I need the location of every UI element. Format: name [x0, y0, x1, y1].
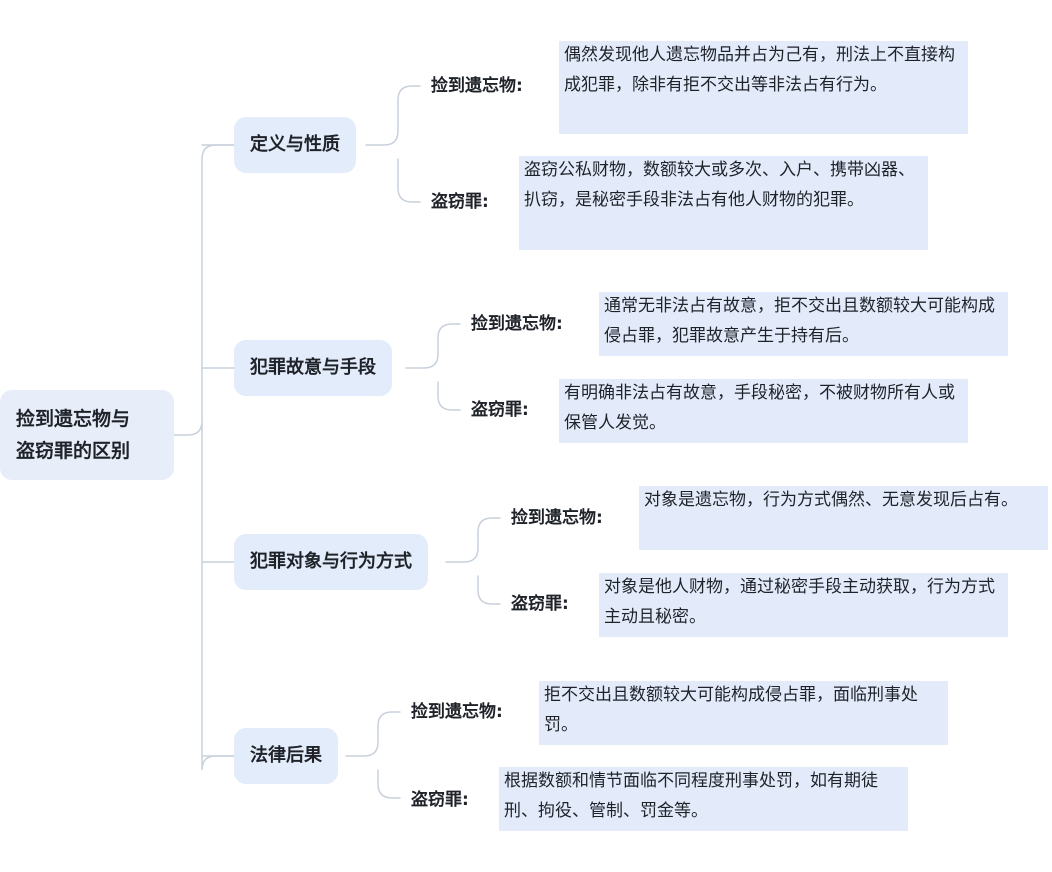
branch-intent-theft-text[interactable]: 有明确非法占有故意，手段秘密，不被财物所有人或保管人发觉。	[559, 379, 968, 443]
branch-intent[interactable]: 犯罪故意与手段	[234, 340, 392, 396]
branch-definition[interactable]: 定义与性质	[234, 117, 356, 173]
connector-b1	[365, 85, 421, 203]
branch-consequence-lost-item-label: 捡到遗忘物:	[411, 702, 503, 722]
branch-intent-lost-item-label: 捡到遗忘物:	[471, 314, 563, 334]
branch-definition-lost-item-label: 捡到遗忘物:	[431, 76, 523, 96]
root-node[interactable]: 捡到遗忘物与 盗窃罪的区别	[0, 390, 174, 480]
branch-consequence[interactable]: 法律后果	[234, 728, 338, 784]
root-title-line1: 捡到遗忘物与	[16, 408, 131, 430]
connector-b2	[405, 323, 461, 411]
branch-intent-theft-label: 盗窃罪:	[471, 400, 529, 420]
branch-definition-lost-item-text[interactable]: 偶然发现他人遗忘物品并占为己有，刑法上不直接构成犯罪，除非有拒不交出等非法占有行…	[559, 41, 968, 134]
branch-object[interactable]: 犯罪对象与行为方式	[234, 534, 428, 590]
branch-consequence-lost-item-text[interactable]: 拒不交出且数额较大可能构成侵占罪，面临刑事处罚。	[539, 681, 948, 745]
branch-object-lost-item-label: 捡到遗忘物:	[511, 508, 603, 528]
connector-root-trunk	[173, 144, 235, 771]
branch-object-lost-item-text[interactable]: 对象是遗忘物，行为方式偶然、无意发现后占有。	[639, 486, 1048, 550]
branch-intent-lost-item-text[interactable]: 通常无非法占有故意，拒不交出且数额较大可能构成侵占罪，犯罪故意产生于持有后。	[599, 292, 1008, 356]
connector-b3	[445, 517, 501, 605]
root-title-line2: 盗窃罪的区别	[16, 440, 131, 462]
branch-consequence-theft-label: 盗窃罪:	[411, 790, 469, 810]
branch-object-theft-text[interactable]: 对象是他人财物，通过秘密手段主动获取，行为方式主动且秘密。	[599, 573, 1008, 637]
branch-definition-theft-label: 盗窃罪:	[431, 192, 489, 212]
branch-definition-theft-text[interactable]: 盗窃公私财物，数额较大或多次、入户、携带凶器、扒窃，是秘密手段非法占有他人财物的…	[519, 156, 928, 250]
branch-consequence-theft-text[interactable]: 根据数额和情节面临不同程度刑事处罚，如有期徒刑、拘役、管制、罚金等。	[499, 767, 908, 831]
branch-object-theft-label: 盗窃罪:	[511, 594, 569, 614]
connector-b4	[345, 711, 401, 799]
